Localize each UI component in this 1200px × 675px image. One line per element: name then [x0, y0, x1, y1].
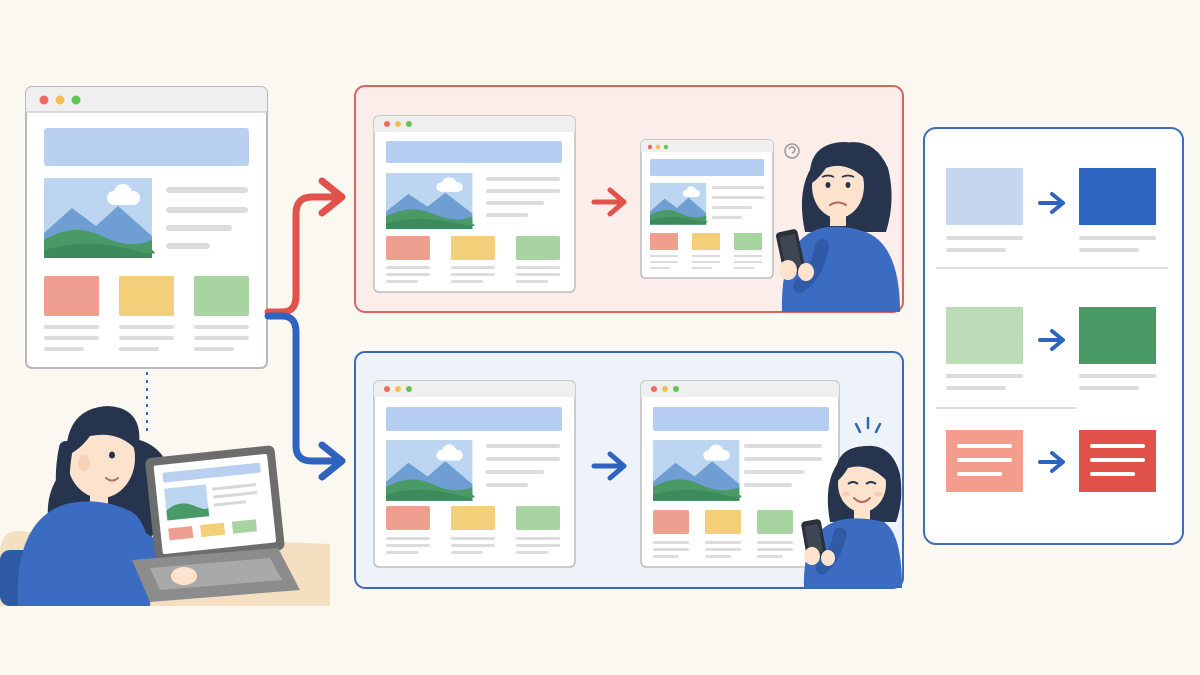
blue-arrow-icon — [591, 451, 627, 481]
responsive-page-wireframe — [640, 380, 840, 568]
desktop-page-wireframe — [373, 115, 576, 293]
comparison-row-blue — [946, 168, 1156, 252]
comparison-row-green — [946, 307, 1156, 390]
red-arrow-icon — [591, 187, 627, 217]
source-page-wireframe — [25, 86, 268, 369]
desktop-page-wireframe — [373, 380, 576, 568]
branch-arrow-icon — [264, 177, 346, 481]
comparison-row-red-text — [946, 430, 1156, 492]
responsive-layout-panel — [354, 351, 904, 589]
confused-person-with-phone-icon — [776, 142, 900, 312]
contrast-comparison-panel — [923, 127, 1184, 545]
person-using-laptop-icon — [0, 406, 330, 606]
happy-person-with-phone-icon — [801, 416, 902, 588]
non-responsive-layout-panel — [354, 85, 904, 313]
shrunk-page-wireframe — [640, 139, 774, 279]
